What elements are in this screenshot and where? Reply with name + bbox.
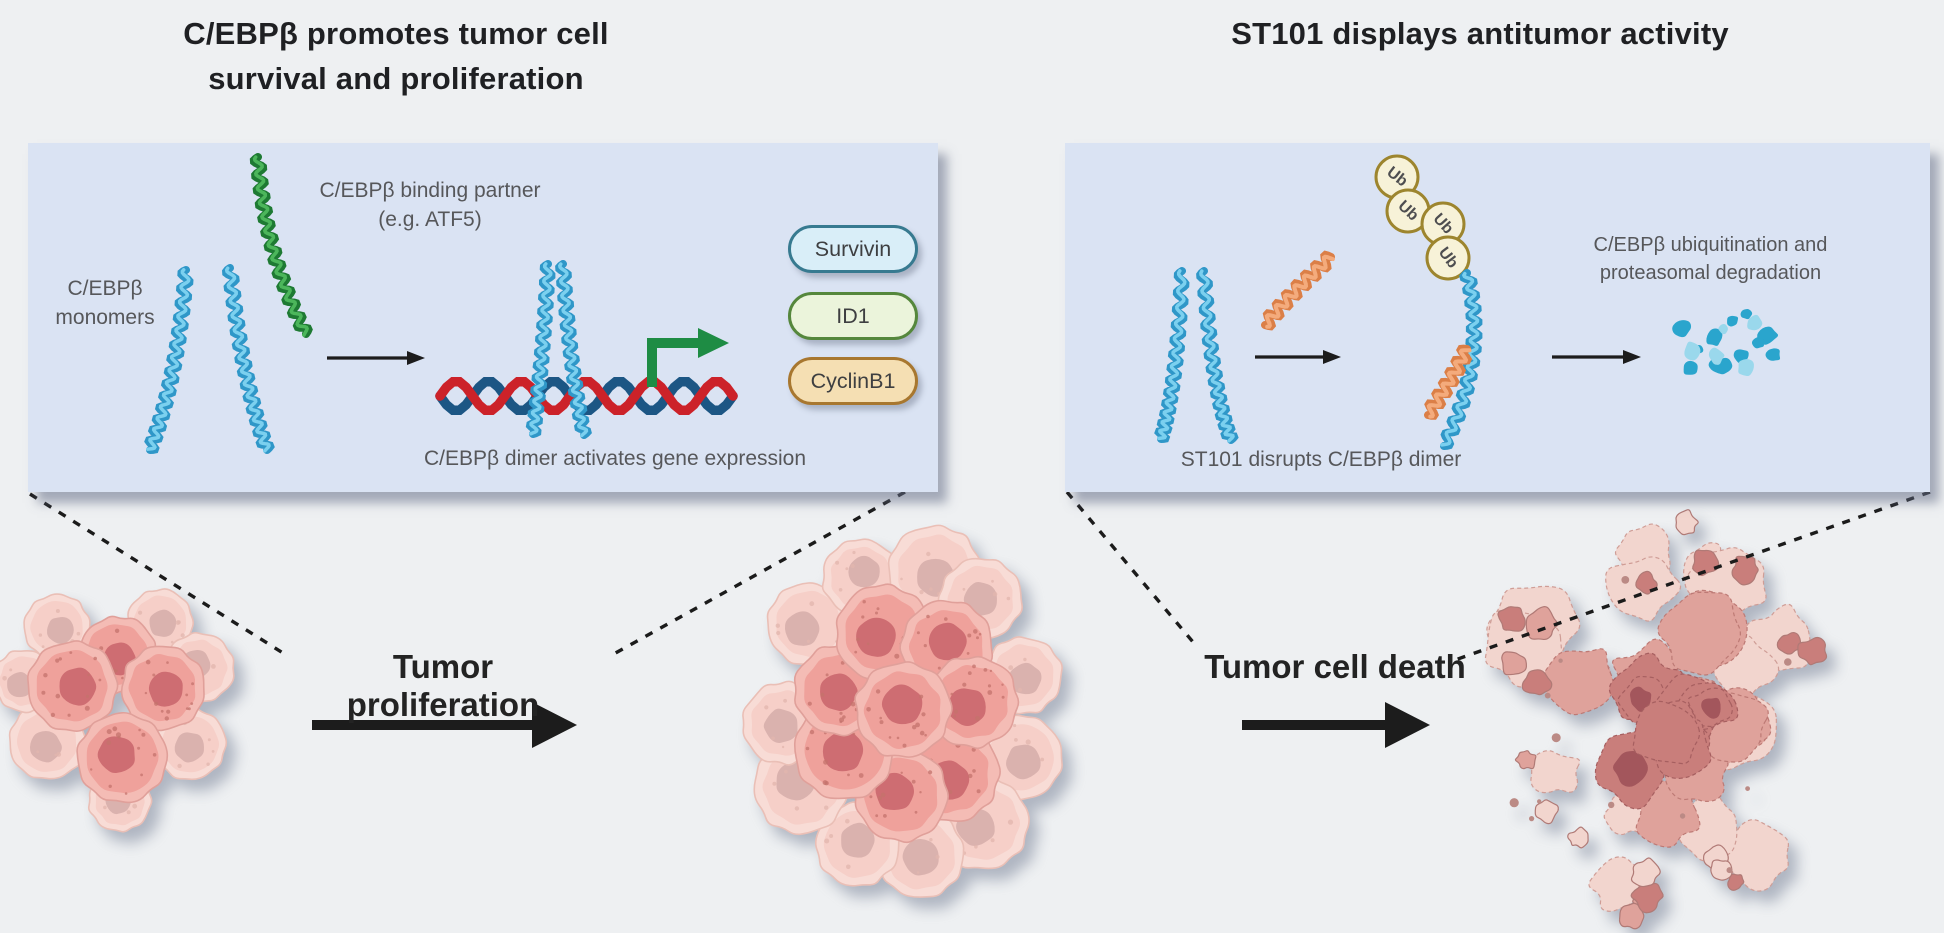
cebpb-monomer-strand (144, 266, 194, 454)
binding-partner-label: C/EBPβ binding partner (e.g. ATF5) (319, 179, 541, 231)
cebpb-dimerization-art (144, 153, 738, 454)
tumor-cell (27, 640, 119, 732)
gene-pill-id1: ID1 (788, 292, 918, 340)
tumor-cell (120, 645, 205, 732)
left-title: C/EBPβ promotes tumor cell survival and … (183, 16, 609, 96)
left-panel-caption: C/EBPβ dimer activates gene expression (423, 447, 807, 470)
tumor-cluster-small (0, 588, 235, 833)
ubiquitination-label: C/EBPβ ubiquitination and proteasomal de… (1593, 234, 1828, 284)
tumor-cluster-dying (1484, 509, 1828, 930)
gene-pill-cyclinb1: CyclinB1 (788, 357, 918, 405)
cebpb-monomer-strand (1440, 269, 1483, 450)
tumor-cell-light (766, 582, 851, 667)
gene-pill-label: ID1 (836, 303, 870, 328)
cebpb-function-panel: C/EBPβ monomers C/EBPβ binding partner (… (28, 143, 938, 492)
reaction-arrow (1255, 350, 1341, 364)
degraded-fragments (1672, 309, 1781, 377)
tumor-cell-light (753, 741, 849, 836)
tumor-cell (854, 661, 953, 758)
tumor-cell-light (23, 593, 91, 660)
gene-pill-survivin: Survivin (788, 225, 918, 273)
cebpb-dimer-strand (555, 260, 592, 439)
binding-partner-strand (249, 153, 313, 338)
cebpb-monomer-strand (222, 264, 275, 454)
ubiquitin-badge: Ub (1420, 201, 1466, 247)
tumor-cell-death-label: Tumor cell death (1204, 648, 1466, 685)
tumor-death-arrow (1242, 702, 1430, 748)
cebpb-dimer-strand (1154, 267, 1190, 443)
ubiquitin-badge: Ub (1425, 235, 1471, 281)
tumor-proliferation-arrow (312, 702, 577, 748)
st101-peptide (1261, 250, 1335, 331)
tumor-proliferation-label: Tumor proliferation (346, 648, 540, 723)
ubiquitin-badge: Ub (1374, 154, 1420, 200)
right-panel-caption: ST101 disrupts C/EBPβ dimer (1180, 448, 1462, 471)
tumor-cell (926, 655, 1020, 750)
tumor-cell-light (876, 810, 965, 898)
right-title: ST101 displays antitumor activity (1231, 16, 1729, 51)
callout-line (611, 490, 906, 657)
cebpb-dimer-strand (1196, 267, 1239, 444)
tumor-cluster-large (742, 524, 1063, 898)
callout-line (1065, 490, 1200, 650)
gene-pill-label: CyclinB1 (810, 368, 896, 393)
transcription-arrow (647, 328, 729, 387)
st101-peptide (1424, 344, 1473, 420)
tumor-cell (76, 711, 169, 804)
monomers-label: C/EBPβ monomers (55, 277, 155, 329)
gene-pill-label: Survivin (814, 236, 892, 261)
cebpb-dimer-strand (525, 260, 556, 438)
reaction-arrow (327, 351, 425, 365)
reaction-arrow (1552, 350, 1641, 364)
